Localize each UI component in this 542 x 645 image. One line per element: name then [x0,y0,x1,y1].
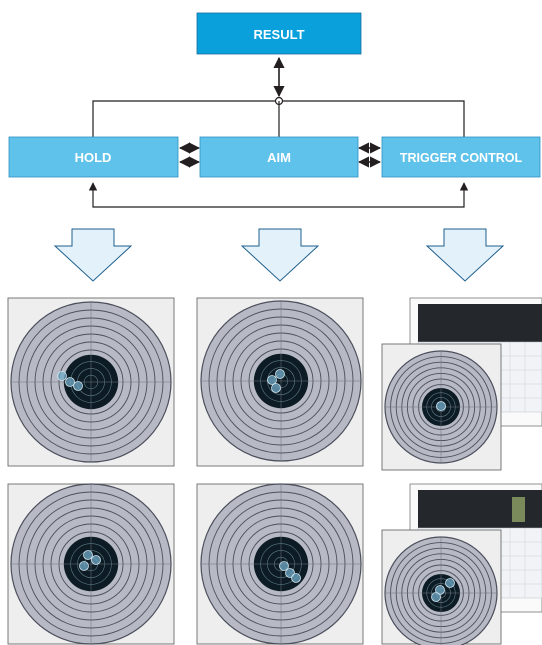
shooting-target-icon [381,343,502,471]
target-panels [7,297,502,645]
shot-hole [73,381,83,391]
shot-hole [291,573,301,583]
aim-label: AIM [267,150,291,165]
shooting-target-icon [196,483,364,645]
connector-lines [88,56,469,208]
shot-hole [79,561,89,571]
shot-hole [83,550,93,560]
result-box: RESULT [196,12,362,55]
shot-hole [275,369,285,379]
shot-hole [431,592,441,602]
trigger-control-box: TRIGGER CONTROL [381,136,541,178]
shot-hole [436,401,446,411]
shooting-target-icon [7,483,175,645]
shot-hole [279,561,289,571]
shot-hole [65,377,75,387]
shooting-target-icon [196,297,364,467]
shooting-target-icon [381,529,502,645]
aim-box: AIM [199,136,359,178]
shot-hole [91,555,101,565]
hold-box: HOLD [8,136,179,178]
shot-hole [271,383,281,393]
result-label: RESULT [253,27,304,42]
hold-label: HOLD [75,150,112,165]
shot-hole [57,371,67,381]
block-down-arrow-icon [240,228,320,282]
shot-hole [267,375,277,385]
trigger-control-label: TRIGGER CONTROL [400,151,523,165]
block-down-arrow-icon [425,228,505,282]
block-down-arrow-icon [53,228,133,282]
shot-hole [445,578,455,588]
shooting-target-icon [7,297,175,467]
